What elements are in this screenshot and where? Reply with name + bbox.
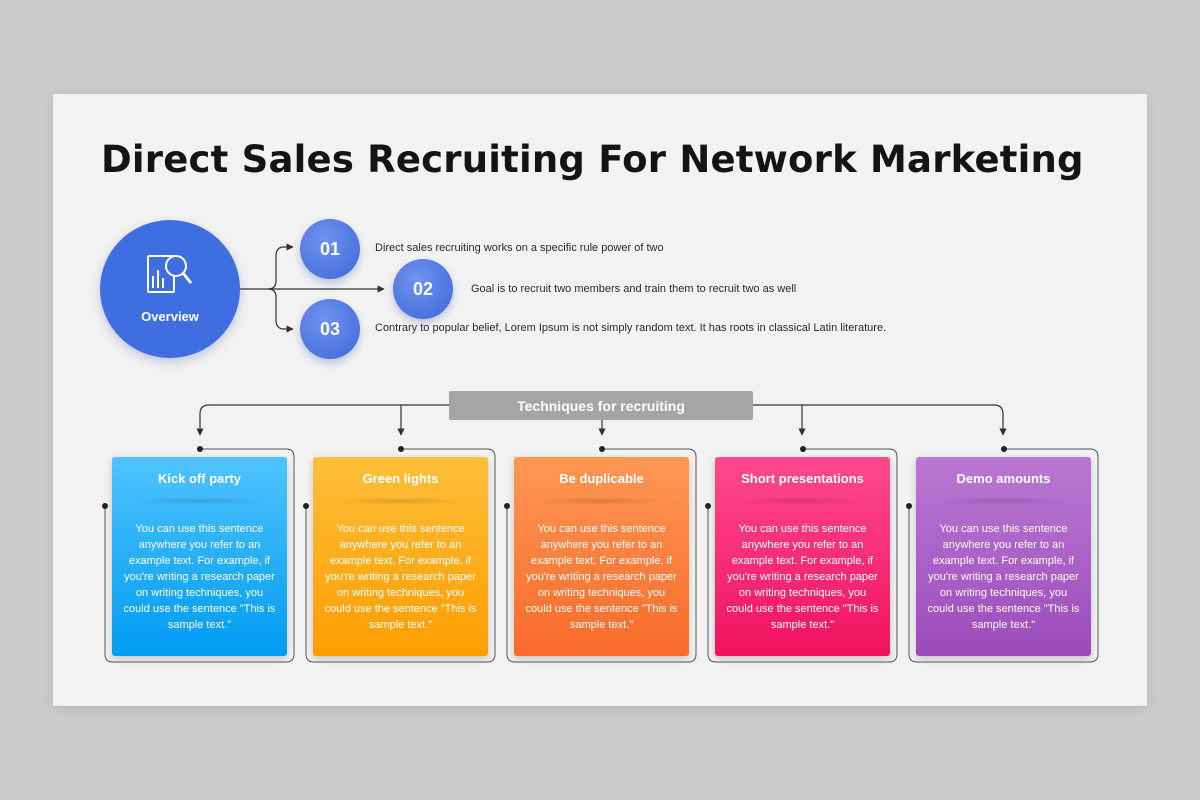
- report-search-icon: [147, 255, 193, 293]
- card-title: Demo amounts: [956, 471, 1051, 486]
- point-text-02: Goal is to recruit two members and train…: [471, 283, 797, 295]
- techniques-header: Techniques for recruiting: [449, 391, 753, 420]
- point-text-03: Contrary to popular belief, Lorem Ipsum …: [375, 322, 887, 334]
- card-divider: [132, 497, 267, 505]
- card-title: Short presentations: [741, 471, 864, 486]
- card-title: Be duplicable: [559, 471, 644, 486]
- point-text-01: Direct sales recruiting works on a speci…: [375, 242, 664, 254]
- point-number-02: 02: [393, 259, 453, 319]
- frame-dots: [102, 446, 1007, 509]
- card-body: You can use this sentence anywhere you r…: [324, 523, 477, 631]
- overview-connectors: [240, 243, 385, 333]
- techniques-connectors: [196, 404, 1007, 436]
- card-demo-amounts: Demo amounts You can use this sentence a…: [916, 457, 1091, 656]
- card-green-lights: Green lights You can use this sentence a…: [313, 457, 488, 656]
- card-title: Kick off party: [157, 471, 242, 486]
- point-number-01: 01: [300, 219, 360, 279]
- overview-label: Overview: [141, 309, 199, 324]
- overview-circle: [100, 220, 240, 358]
- card-body: You can use this sentence anywhere you r…: [927, 523, 1080, 631]
- card-title: Green lights: [362, 471, 439, 486]
- page-title: Direct Sales Recruiting For Network Mark…: [101, 138, 1084, 181]
- card-body: You can use this sentence anywhere you r…: [726, 523, 879, 631]
- card-body: You can use this sentence anywhere you r…: [123, 523, 276, 631]
- card-kick-off-party: Kick off party You can use this sentence…: [112, 457, 287, 656]
- point-number-03: 03: [300, 299, 360, 359]
- card-be-duplicable: Be duplicable You can use this sentence …: [514, 457, 689, 656]
- card-divider: [735, 497, 870, 505]
- card-divider: [534, 497, 669, 505]
- card-frames: [104, 448, 1099, 663]
- card-short-presentations: Short presentations You can use this sen…: [715, 457, 890, 656]
- card-divider: [333, 497, 468, 505]
- card-body: You can use this sentence anywhere you r…: [525, 523, 678, 631]
- card-divider: [936, 497, 1071, 505]
